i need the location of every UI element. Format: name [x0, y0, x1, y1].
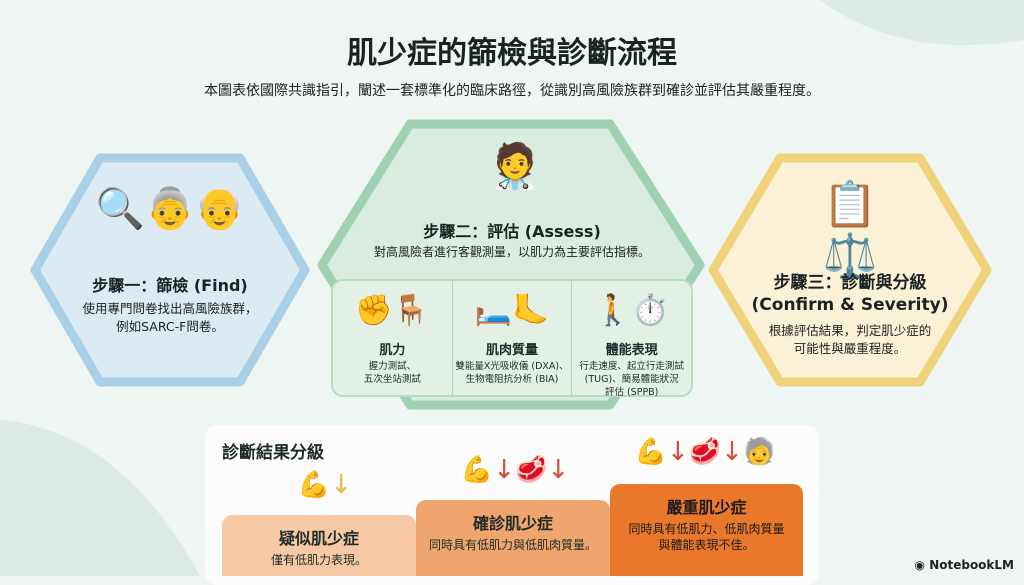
hand-grip-dynamometer-icon: 🧑‍⚕️ [487, 141, 543, 192]
arm-muscle-walker-down-arrows-icon: 💪↓🥩↓🧓 [634, 437, 776, 467]
measure-desc-line: 雙能量X光吸收儀 (DXA)、 [455, 361, 569, 372]
arm-down-arrow-icon: 💪↓ [297, 470, 353, 500]
measure-desc: 行走速度、起立行走測試 (TUG)、簡易體能狀況評估 (SPPB) [579, 360, 684, 399]
measure-desc: 握力測試、五次坐站測試 [364, 360, 421, 386]
branding-text: NotebookLM [929, 558, 1014, 572]
level-desc: 同時具有低肌力、低肌肉質量 [628, 522, 785, 536]
notebooklm-logo: ◉ NotebookLM [915, 558, 1014, 572]
measure-desc-line: 握力測試、 [368, 361, 417, 372]
notebooklm-icon: ◉ [914, 558, 930, 572]
step3-desc-line: 根據評估結果，判定肌少症的 [768, 323, 932, 338]
measure-desc-line: 行走速度、起立行走測試 [579, 361, 684, 372]
step3-title: 步驟三：診斷與分級 (Confirm & Severity) [730, 272, 970, 316]
measure-desc-line: (TUG)、簡易體能狀況 [584, 374, 679, 385]
measure-physical-performance: 🚶⏱️ 體能表現 行走速度、起立行走測試 (TUG)、簡易體能狀況評估 (SPPB… [571, 281, 691, 398]
level-title: 嚴重肌少症 [666, 498, 747, 517]
page-subtitle: 本圖表依國際共識指引，闡述一套標準化的臨床路徑，從識別高風險族群到確診並評估其嚴… [204, 83, 820, 99]
walking-timer-stairs-icon: 🚶⏱️ [594, 293, 670, 328]
step1-desc-line: 使用專門問卷找出高風險族群， [82, 301, 258, 316]
measure-desc-line: 評估 (SPPB) [604, 387, 659, 398]
level-desc: 同時具有低肌力與低肌肉質量。 [428, 538, 597, 552]
measure-title: 體能表現 [605, 343, 658, 358]
level-severe-sarcopenia: 嚴重肌少症 同時具有低肌力、低肌肉質量 與體能表現不佳。 [610, 484, 803, 576]
assessment-measures-panel: ✊🪑 肌力 握力測試、五次坐站測試 🛏️🦶 肌肉質量 雙能量X光吸收儀 (DXA… [331, 279, 693, 398]
measure-desc: 雙能量X光吸收儀 (DXA)、生物電阻抗分析 (BIA) [455, 360, 568, 386]
step2-desc: 對高風險者進行客觀測量，以肌力為主要評估指標。 [373, 245, 650, 259]
level-title: 確診肌少症 [472, 514, 553, 533]
step3-desc: 根據評估結果，判定肌少症的 可能性與嚴重程度。 [730, 322, 970, 358]
step1-hexagon [30, 153, 310, 387]
arm-muscle-down-arrows-icon: 💪↓🥩↓ [460, 455, 570, 485]
results-title: 診斷結果分級 [222, 443, 324, 463]
level-desc: 與體能表現不佳。 [658, 538, 755, 552]
measure-strength: ✊🪑 肌力 握力測試、五次坐站測試 [333, 281, 452, 395]
step3-desc-line: 可能性與嚴重程度。 [793, 341, 907, 356]
measure-title: 肌力 [379, 343, 406, 358]
level-confirmed-sarcopenia: 確診肌少症 同時具有低肌力與低肌肉質量。 [416, 500, 610, 576]
step1-title: 步驟一：篩檢 (Find) [92, 276, 248, 295]
magnifier-question-elderly-group-icon: 🔍👵👴 [95, 186, 245, 232]
step3-title-line: (Confirm & Severity) [751, 295, 949, 315]
measure-desc-line: 五次坐站測試 [363, 374, 421, 385]
measure-desc-line: 生物電阻抗分析 (BIA) [465, 374, 559, 385]
measure-muscle-mass: 🛏️🦶 肌肉質量 雙能量X光吸收儀 (DXA)、生物電阻抗分析 (BIA) [451, 281, 572, 395]
step3-title-line: 步驟三：診斷與分級 [773, 273, 927, 293]
clipboard-scale-icon: 📋⚖️ [822, 179, 878, 282]
measure-title: 肌肉質量 [486, 343, 539, 358]
level-desc: 僅有低肌力表現。 [270, 553, 367, 567]
dxa-bia-icon: 🛏️🦶 [474, 293, 550, 328]
step3-hexagon [708, 153, 992, 387]
step2-title: 步驟二：評估 (Assess) [423, 222, 601, 241]
level-title: 疑似肌少症 [278, 529, 359, 548]
level-probable-sarcopenia: 疑似肌少症 僅有低肌力表現。 [222, 515, 416, 576]
step1-desc-line: 例如SARC-F問卷。 [116, 319, 224, 334]
step1-desc: 使用專門問卷找出高風險族群， 例如SARC-F問卷。 [50, 300, 290, 336]
page-title: 肌少症的篩檢與診斷流程 [347, 36, 677, 71]
grip-chair-stand-icon: ✊🪑 [354, 293, 430, 328]
